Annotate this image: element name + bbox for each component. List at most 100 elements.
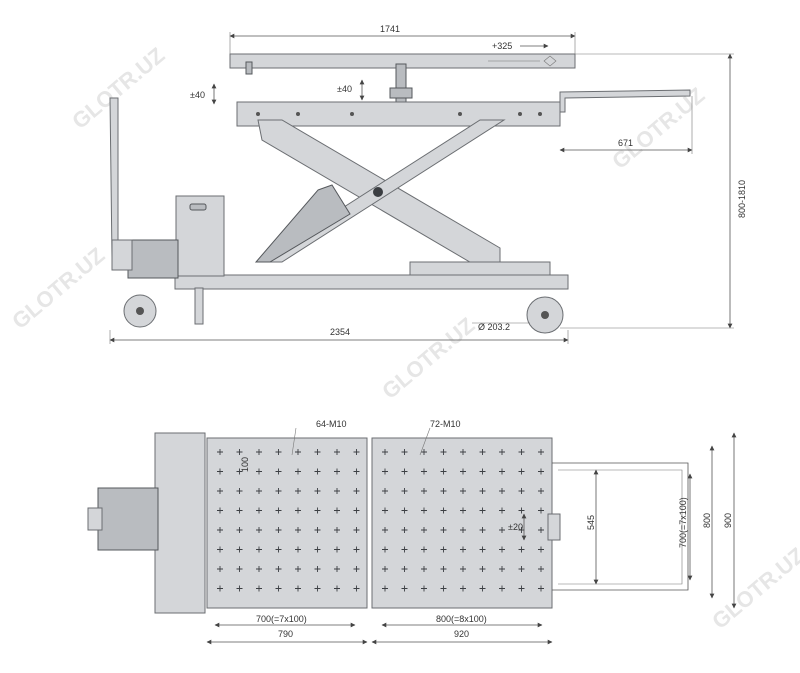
mounting-hole <box>479 566 486 572</box>
mounting-hole <box>256 468 262 475</box>
dim-overall-length: 2354 <box>330 327 350 337</box>
main-platform <box>236 101 561 127</box>
mounting-hole <box>421 546 427 553</box>
mounting-hole <box>353 488 360 494</box>
dim-extension: +325 <box>492 41 512 51</box>
mounting-hole <box>256 566 262 572</box>
mounting-hole <box>460 488 466 494</box>
mounting-hole <box>479 468 486 475</box>
watermark-text: GLOTR.UZ <box>377 312 479 403</box>
extension-frame-inner <box>558 469 683 585</box>
dim-left-holes: 700(=7x100) <box>256 614 307 624</box>
mounting-hole <box>275 468 282 475</box>
mounting-hole <box>314 585 321 592</box>
mounting-hole <box>295 468 301 475</box>
mounting-hole <box>382 546 388 553</box>
mounting-hole <box>275 546 282 553</box>
mounting-hole <box>295 585 301 592</box>
mounting-hole <box>217 585 223 592</box>
leader-left <box>291 427 297 456</box>
dim-wheel-diameter: Ø 203.2 <box>478 322 510 332</box>
mounting-hole <box>460 585 466 592</box>
mounting-hole <box>314 507 321 514</box>
left-pin <box>245 61 253 75</box>
mounting-hole <box>382 566 388 572</box>
mounting-hole <box>217 488 223 494</box>
mounting-hole <box>295 527 301 533</box>
mounting-hole <box>334 566 340 572</box>
mounting-hole <box>256 546 262 553</box>
mounting-hole <box>401 468 408 475</box>
mounting-hole <box>334 527 340 533</box>
mounting-hole <box>421 507 427 514</box>
dim-adj-mid: ±40 <box>337 84 352 94</box>
mounting-hole <box>275 449 282 455</box>
mounting-hole <box>440 468 447 475</box>
mounting-hole <box>518 546 525 553</box>
mounting-hole <box>382 585 388 592</box>
watermark-text: GLOTR.UZ <box>7 242 109 333</box>
mounting-hole <box>217 507 223 514</box>
mounting-hole <box>460 449 466 455</box>
mounting-hole <box>401 585 408 592</box>
mounting-hole <box>421 566 427 572</box>
mounting-hole <box>314 546 321 553</box>
pump-slot <box>189 203 207 211</box>
mounting-hole <box>440 488 447 494</box>
mounting-hole <box>334 507 340 514</box>
mounting-hole <box>334 468 340 475</box>
pump-housing-top <box>154 432 206 614</box>
mounting-hole <box>499 527 505 533</box>
mounting-hole <box>460 507 466 514</box>
mounting-hole <box>217 527 223 533</box>
mounting-hole <box>334 585 340 592</box>
mounting-hole <box>314 488 321 494</box>
mounting-hole <box>353 468 360 475</box>
right-plate <box>371 437 553 609</box>
mounting-hole <box>538 566 544 572</box>
mounting-hole <box>217 468 223 475</box>
mounting-hole <box>314 566 321 572</box>
base-frame <box>174 274 569 290</box>
dim-right-holes: 800(=8x100) <box>436 614 487 624</box>
mounting-hole <box>518 585 525 592</box>
mounting-hole <box>275 488 282 494</box>
tiller-top <box>97 487 159 551</box>
mounting-hole <box>479 546 486 553</box>
mounting-hole <box>421 527 427 533</box>
mounting-hole <box>479 507 486 514</box>
mounting-hole <box>217 566 223 572</box>
mounting-hole <box>421 468 427 475</box>
mounting-hole <box>499 468 505 475</box>
mounting-hole <box>538 507 544 514</box>
mounting-hole <box>440 507 447 514</box>
mounting-hole <box>236 585 243 592</box>
mounting-hole <box>382 449 388 455</box>
mounting-hole <box>334 546 340 553</box>
mounting-hole <box>401 566 408 572</box>
mounting-hole <box>275 585 282 592</box>
mounting-hole <box>295 546 301 553</box>
dim-ext-outer: 900 <box>723 513 733 528</box>
tiller-grip <box>87 507 103 531</box>
mounting-hole <box>314 468 321 475</box>
mounting-hole <box>538 585 544 592</box>
mounting-hole <box>314 527 321 533</box>
dim-shift: ±20 <box>508 522 523 532</box>
mounting-hole <box>538 449 544 455</box>
mounting-hole <box>401 449 408 455</box>
mounting-hole <box>479 527 486 533</box>
mounting-hole <box>256 449 262 455</box>
mounting-hole <box>499 585 505 592</box>
mounting-hole <box>295 488 301 494</box>
mounting-hole <box>538 488 544 494</box>
mounting-hole <box>334 449 340 455</box>
mounting-hole <box>401 546 408 553</box>
mounting-hole <box>440 546 447 553</box>
mounting-hole <box>353 546 360 553</box>
mounting-hole <box>421 488 427 494</box>
mounting-hole <box>460 527 466 533</box>
mounting-hole <box>499 566 505 572</box>
base-slide-block <box>409 261 551 276</box>
dim-top-length: 1741 <box>380 24 400 34</box>
